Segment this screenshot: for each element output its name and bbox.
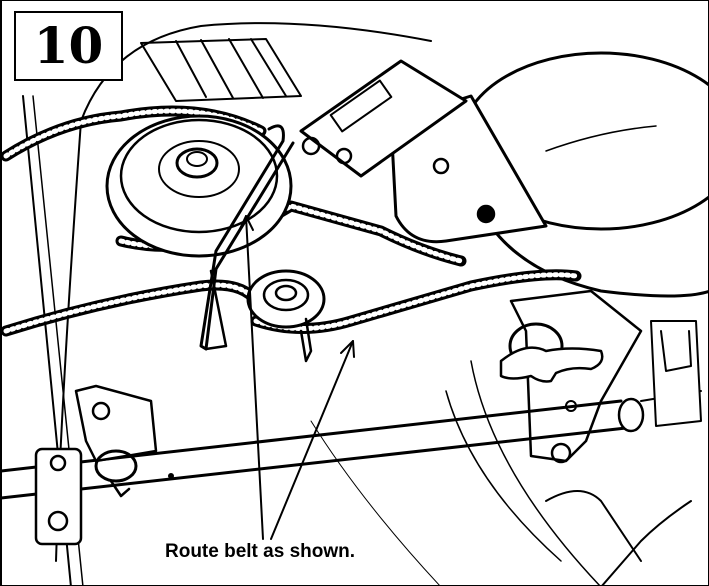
idler-bracket (299, 59, 548, 244)
belt-guide-wire (199, 124, 295, 351)
rod-end-fittings (34, 384, 158, 546)
idler-pulley (246, 269, 326, 329)
deflector-vent (140, 38, 302, 102)
callout-arrows (238, 215, 355, 540)
drive-pulley (105, 114, 293, 258)
deck-arc-lower (445, 390, 562, 562)
caption-label: Route belt as shown. (163, 541, 358, 563)
side-bolt (650, 320, 702, 427)
step-number: 10 (14, 11, 123, 81)
adjuster-bracket (499, 289, 643, 464)
